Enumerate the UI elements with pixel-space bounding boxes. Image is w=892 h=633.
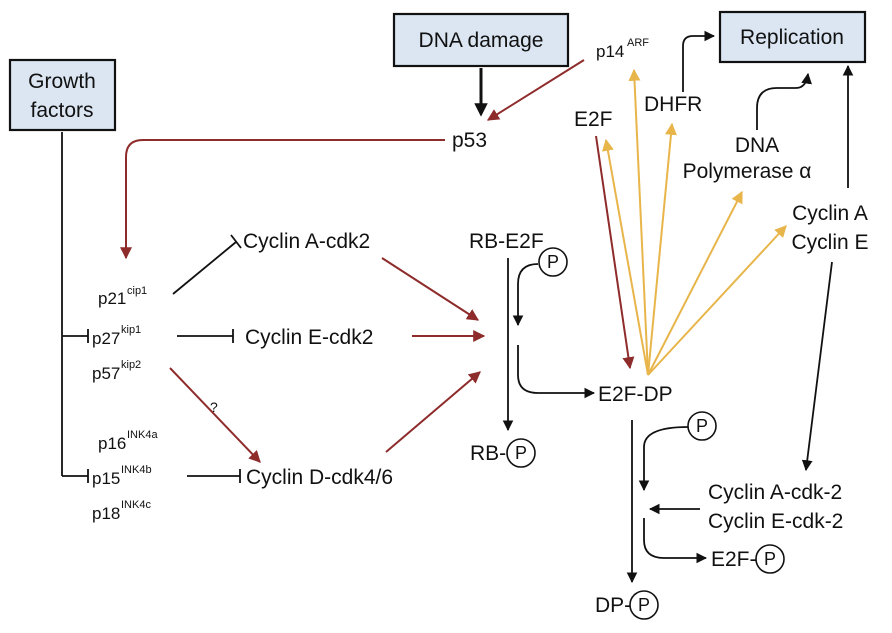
e2f-dp-to-dhfr-arrow	[647, 122, 677, 376]
replication-box: Replication	[718, 10, 867, 64]
dna-polymerase-label-line2: Polymerase α	[683, 160, 812, 183]
p15-inhibits-cyclin-d-cdk46	[187, 469, 241, 483]
dp-p-label: DP- P	[595, 590, 659, 620]
dhfr-to-replication-arrow	[682, 30, 716, 92]
svg-text:E2F-: E2F-	[711, 548, 757, 571]
svg-text:kip2: kip2	[121, 359, 141, 371]
p16-ink4a-label: p16 INK4a	[98, 429, 158, 453]
svg-text:INK4b: INK4b	[121, 464, 152, 476]
svg-text:p16: p16	[98, 434, 126, 453]
svg-text:p27: p27	[92, 329, 120, 348]
cyclin-a-cdk2-to-rb-arrow	[381, 257, 480, 321]
p14-arf-label: p14 ARF	[596, 37, 649, 61]
cyclin-ae-to-cyclin-cdk-2-arrow	[801, 261, 833, 472]
svg-text:P: P	[547, 252, 559, 272]
svg-text:p14: p14	[596, 42, 624, 61]
dna-polymerase-label-line1: DNA	[735, 134, 779, 157]
cyclin-e-label: Cyclin E	[791, 231, 868, 254]
svg-text:p57: p57	[92, 364, 120, 383]
e2f-to-e2f-dp-arrow	[595, 135, 635, 370]
growth-factors-box: Growth factors	[8, 58, 117, 132]
p21-cip1-label: p21 cip1	[98, 285, 147, 308]
svg-text:INK4c: INK4c	[121, 499, 151, 511]
svg-text:p18: p18	[92, 504, 120, 523]
svg-text:RB-: RB-	[470, 442, 506, 465]
svg-text:cip1: cip1	[127, 285, 147, 297]
rb-p-label: RB- P	[470, 438, 536, 468]
svg-text:P: P	[515, 443, 527, 463]
phosphate-circle-2: P	[687, 411, 717, 441]
svg-text:P: P	[764, 549, 776, 569]
p53-to-p21-arrow	[120, 139, 445, 260]
p18-ink4c-label: p18 INK4c	[92, 499, 151, 523]
e2f-target-label: E2F	[574, 108, 613, 131]
p27-inhibits-cyclin-e-cdk2	[177, 329, 234, 343]
svg-text:p21: p21	[98, 289, 126, 308]
p15-ink4b-label: p15 INK4b	[92, 464, 152, 488]
e2f-dp-to-p14-arrow	[628, 68, 649, 376]
svg-text:DP-: DP-	[595, 594, 631, 617]
p14-to-p53-arrow	[486, 59, 585, 121]
cyclin-d-cdk46-to-rb-arrow	[385, 371, 481, 453]
e2f-dp-phosphate-input-arrow	[638, 426, 689, 492]
svg-text:INK4a: INK4a	[127, 429, 158, 441]
dna-polymerase-to-replication-arrow	[756, 72, 812, 130]
cyclin-a-label: Cyclin A	[792, 202, 868, 225]
dna-damage-box: DNA damage	[392, 12, 570, 68]
question-mark-label: ?	[210, 399, 218, 415]
growth-factors-label-line1: Growth	[28, 70, 96, 93]
replication-label: Replication	[740, 26, 844, 49]
growth-factors-inhibition-bracket	[61, 132, 89, 483]
cyclin-e-cdk2-label: Cyclin E-cdk2	[245, 326, 373, 349]
svg-text:ARF: ARF	[627, 37, 649, 49]
phosphate-circle-1: P	[538, 247, 568, 277]
e2f-p-label: E2F- P	[711, 544, 785, 574]
e2f-dp-to-dna-polymerase-arrow	[647, 190, 743, 376]
rb-release-to-e2f-dp-arrow	[517, 345, 596, 399]
e2f-dp-target-arrows	[601, 68, 787, 376]
e2f-dp-label: E2F-DP	[598, 383, 673, 406]
svg-text:p15: p15	[92, 469, 120, 488]
rb-phosphate-input-arrow	[512, 263, 539, 327]
growth-factors-label-line2: factors	[30, 99, 93, 122]
p57-to-cyclin-d-cdk46-arrow	[169, 367, 261, 463]
p21-inhibits-cyclin-a-cdk2	[172, 234, 242, 295]
svg-text:P: P	[696, 416, 708, 436]
cyclin-d-cdk46-label: Cyclin D-cdk4/6	[246, 466, 393, 489]
p57-kip2-label: p57 kip2	[92, 359, 141, 383]
rb-e2f-label: RB-E2F	[469, 230, 544, 253]
cyclin-a-cdk2-label: Cyclin A-cdk2	[243, 230, 370, 253]
p27-kip1-label: p27 kip1	[92, 324, 141, 348]
e2f-dp-to-e2f-p-arrow	[643, 518, 708, 564]
e2f-dp-to-cyclin-ae-arrow	[647, 225, 787, 376]
dna-damage-label: DNA damage	[419, 29, 544, 52]
svg-text:P: P	[638, 595, 650, 615]
p53-label: p53	[452, 129, 487, 152]
cyclin-a-cdk-2-label: Cyclin A-cdk-2	[708, 481, 842, 504]
dhfr-label: DHFR	[644, 93, 702, 116]
cyclin-e-cdk-2-label: Cyclin E-cdk-2	[708, 510, 843, 533]
e2f-dp-to-e2f-arrow	[601, 138, 649, 376]
svg-text:kip1: kip1	[121, 324, 141, 336]
